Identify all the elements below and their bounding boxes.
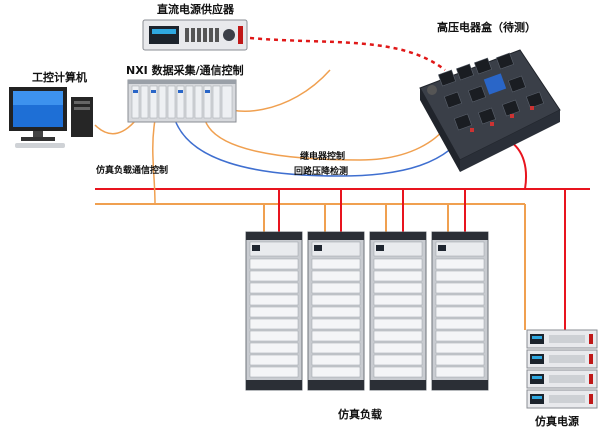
- high-voltage-box-icon: [419, 49, 561, 172]
- dc-to-box-dashed: [249, 36, 446, 71]
- relay-control-line: [204, 119, 451, 161]
- desktop-pc-icon: [9, 87, 93, 148]
- relay-control-label: 继电器控制: [300, 152, 346, 162]
- dc-supply-label: 直流电源供应器: [157, 3, 234, 16]
- load-rack-icon: [245, 231, 489, 391]
- loop-detection-label: 回路压降检测: [294, 167, 349, 177]
- dc-power-supply-icon: [142, 19, 248, 51]
- sim-power-label: 仿真电源: [535, 415, 579, 428]
- loop-detection-line: [174, 119, 471, 177]
- load-comm-label: 仿真负载通信控制: [96, 166, 169, 176]
- rack-drops: [263, 189, 566, 330]
- box-to-bus-red: [507, 139, 527, 190]
- load-rack-4: [431, 231, 489, 391]
- industrial-pc-label: 工控计算机: [32, 71, 87, 84]
- daq-label: NXI 数据采集/通信控制: [126, 64, 244, 77]
- load-rack-3: [369, 231, 427, 391]
- sim-load-label: 仿真负载: [338, 408, 382, 421]
- daq-chassis-icon: [127, 79, 237, 123]
- bus-lines: [95, 188, 590, 205]
- daq-to-load-comm: [152, 119, 156, 205]
- load-rack-1: [245, 231, 303, 391]
- high-voltage-box-label: 高压电器盒（待测）: [437, 21, 536, 34]
- sim-power-stack-icon: [526, 329, 598, 409]
- load-rack-2: [307, 231, 365, 391]
